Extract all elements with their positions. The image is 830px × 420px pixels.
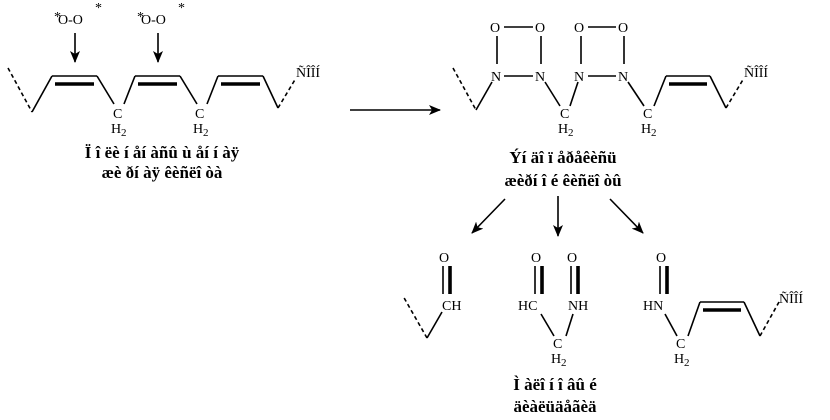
product-molecule: O O O O N N N N C H 2 C H 2 ÑÎÎÍ Ýí äî ï…: [452, 21, 768, 190]
bond: [544, 81, 561, 107]
ch2-hydrogen-b: H: [193, 122, 203, 137]
chain-wavy-left: [7, 67, 33, 113]
reactant-molecule: * O-O * * O-O * C H 2 C H 2 ÑÎÎÍ Ï î ëè …: [7, 1, 320, 182]
product-nitrogen-4: N: [618, 70, 628, 85]
product-oxygen-1: O: [490, 21, 500, 36]
ch2-subscript-b: 2: [203, 127, 209, 139]
reactant-carboxyl-group: ÑÎÎÍ: [296, 64, 320, 81]
bond: [569, 81, 579, 107]
bond: [31, 75, 53, 113]
peroxyl-radical-right: O-O: [141, 13, 166, 28]
product-caption-line1: Ýí äî ï åðåêèñü: [509, 148, 616, 167]
reactant-caption-line2: æè ðí àÿ êèñëî òà: [102, 163, 223, 182]
ch2-carbon-b: C: [195, 107, 204, 122]
bond: [627, 81, 645, 107]
bond: [262, 75, 279, 109]
fragment-dialdehyde: O O HC NH C H 2 Ì àëî í î âû é äèàëüäåãè…: [513, 251, 597, 416]
product-oxygen-3: O: [574, 21, 584, 36]
radical-star-right-2: *: [178, 1, 185, 16]
dialdehyde-nh: NH: [568, 299, 588, 314]
bond: [743, 301, 761, 337]
bond: [653, 75, 667, 107]
product-nitrogen-3: N: [574, 70, 584, 85]
bond: [565, 313, 574, 337]
product-wavy-left: [452, 67, 477, 111]
dialdehyde-caption-line1: Ì àëî í î âû é: [513, 375, 597, 394]
fragment-arrow-left: [471, 198, 506, 234]
ch2-carbon-a: C: [113, 107, 122, 122]
fragment-arrow-right: [609, 198, 644, 234]
chain-wavy-right: [277, 77, 297, 109]
product-ch2-hydrogen-b: H: [641, 122, 651, 137]
dialdehyde-caption-line2: äèàëüäåãèä: [513, 397, 597, 416]
bond: [687, 301, 701, 337]
acid-wavy: [759, 301, 780, 337]
bond: [540, 313, 555, 337]
bond: [96, 75, 115, 105]
radical-star-left-2: *: [95, 1, 102, 16]
radical-star-right: *: [137, 10, 144, 25]
dialdehyde-ch2-hydrogen: H: [551, 352, 561, 367]
product-ch2-carbon-b: C: [643, 107, 652, 122]
bond: [426, 311, 443, 339]
radical-star-left: *: [54, 10, 61, 25]
product-carboxyl-group: ÑÎÎÍ: [744, 64, 768, 81]
product-caption-line2: æèðí î é êèñëî òû: [504, 171, 621, 190]
aldehyde-oxygen: O: [439, 251, 449, 266]
product-oxygen-2: O: [535, 21, 545, 36]
fragment-acid: O HN C H 2 ÑÎÎÍ: [643, 251, 803, 369]
product-ch2-subscript-b: 2: [651, 127, 657, 139]
dialdehyde-ch2-subscript: 2: [561, 357, 567, 369]
product-ch2-hydrogen-a: H: [558, 122, 568, 137]
product-nitrogen-2: N: [535, 70, 545, 85]
acid-oxygen: O: [656, 251, 666, 266]
dialdehyde-oxygen-1: O: [531, 251, 541, 266]
peroxyl-radical-left: O-O: [58, 13, 83, 28]
bond: [206, 75, 219, 105]
bond: [179, 75, 198, 105]
acid-carboxyl-group: ÑÎÎÍ: [779, 290, 803, 307]
dialdehyde-hc: HC: [518, 299, 537, 314]
reactant-caption-line1: Ï î ëè í åí àñû ù åí í àÿ: [85, 143, 240, 162]
product-nitrogen-1: N: [491, 70, 501, 85]
aldehyde-wavy: [402, 295, 428, 339]
fragment-aldehyde: O CH: [402, 251, 461, 339]
product-ch2-carbon-a: C: [560, 107, 569, 122]
bond: [664, 313, 678, 337]
dialdehyde-ch2-carbon: C: [553, 337, 562, 352]
product-ch2-subscript-a: 2: [568, 127, 574, 139]
acid-ch2-subscript: 2: [684, 357, 690, 369]
product-oxygen-4: O: [618, 21, 628, 36]
acid-ch2-hydrogen: H: [674, 352, 684, 367]
ch2-subscript-a: 2: [121, 127, 127, 139]
bond: [475, 81, 493, 111]
product-wavy-right: [725, 77, 745, 109]
aldehyde-ch: CH: [442, 299, 461, 314]
acid-hn: HN: [643, 299, 663, 314]
acid-ch2-carbon: C: [676, 337, 685, 352]
bond: [123, 75, 136, 105]
dialdehyde-oxygen-2: O: [567, 251, 577, 266]
bond: [709, 75, 727, 109]
ch2-hydrogen-a: H: [111, 122, 121, 137]
